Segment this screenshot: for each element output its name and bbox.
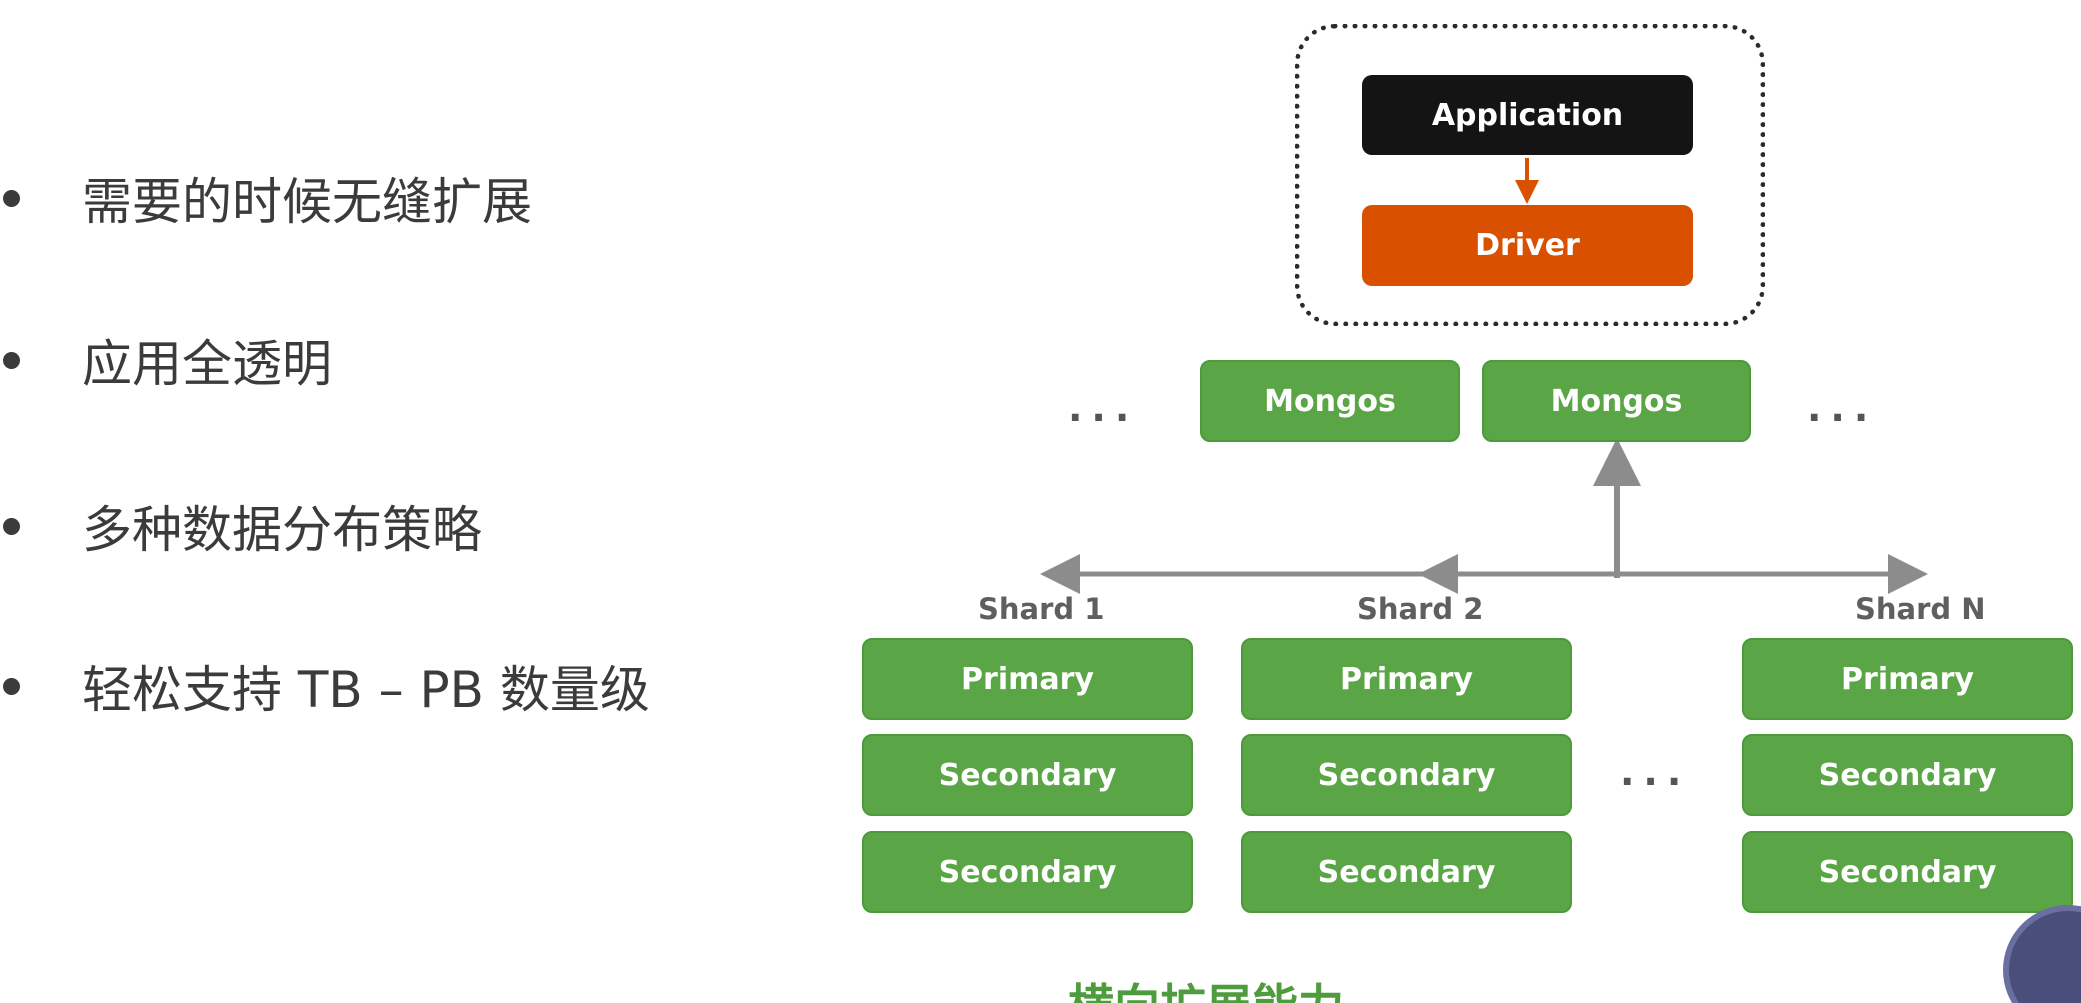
mongos-ellipsis-left: ... [1068,386,1139,430]
bullet-text: 应用全透明 [82,335,332,393]
bullet-text: 轻松支持 TB – PB 数量级 [82,661,650,719]
primary-node: Primary [862,638,1193,720]
application-box: Application [1362,75,1693,155]
primary-node: Primary [1241,638,1572,720]
secondary-node: Secondary [1742,831,2073,913]
bullet-item: 需要的时候无缝扩展 [0,158,760,238]
secondary-node: Secondary [1241,734,1572,816]
mongos-box: Mongos [1482,360,1751,442]
diagram-caption: 横向扩展能力 [1068,970,1368,1003]
driver-box: Driver [1362,205,1693,286]
primary-node: Primary [1742,638,2073,720]
mongos-ellipsis-right: ... [1807,386,1878,430]
shard-label: Shard 2 [1357,592,1484,626]
secondary-node: Secondary [862,734,1193,816]
bullet-dot-icon [3,677,20,695]
secondary-node: Secondary [1742,734,2073,816]
mongos-box: Mongos [1200,360,1460,442]
bullet-text: 需要的时候无缝扩展 [82,173,532,231]
shard-label: Shard 1 [978,592,1105,626]
bullet-item: 多种数据分布策略 [0,486,760,566]
bullet-text: 多种数据分布策略 [82,501,482,559]
bullet-dot-icon [3,351,20,369]
bullet-item: 应用全透明 [0,320,760,400]
secondary-node: Secondary [1241,831,1572,913]
bullet-item: 轻松支持 TB – PB 数量级 [0,646,760,726]
client-container [1295,24,1765,326]
shard-label: Shard N [1855,592,1986,626]
secondary-node: Secondary [862,831,1193,913]
shard-ellipsis: ... [1620,750,1691,794]
bullet-dot-icon [3,517,20,535]
bullet-dot-icon [3,189,20,207]
